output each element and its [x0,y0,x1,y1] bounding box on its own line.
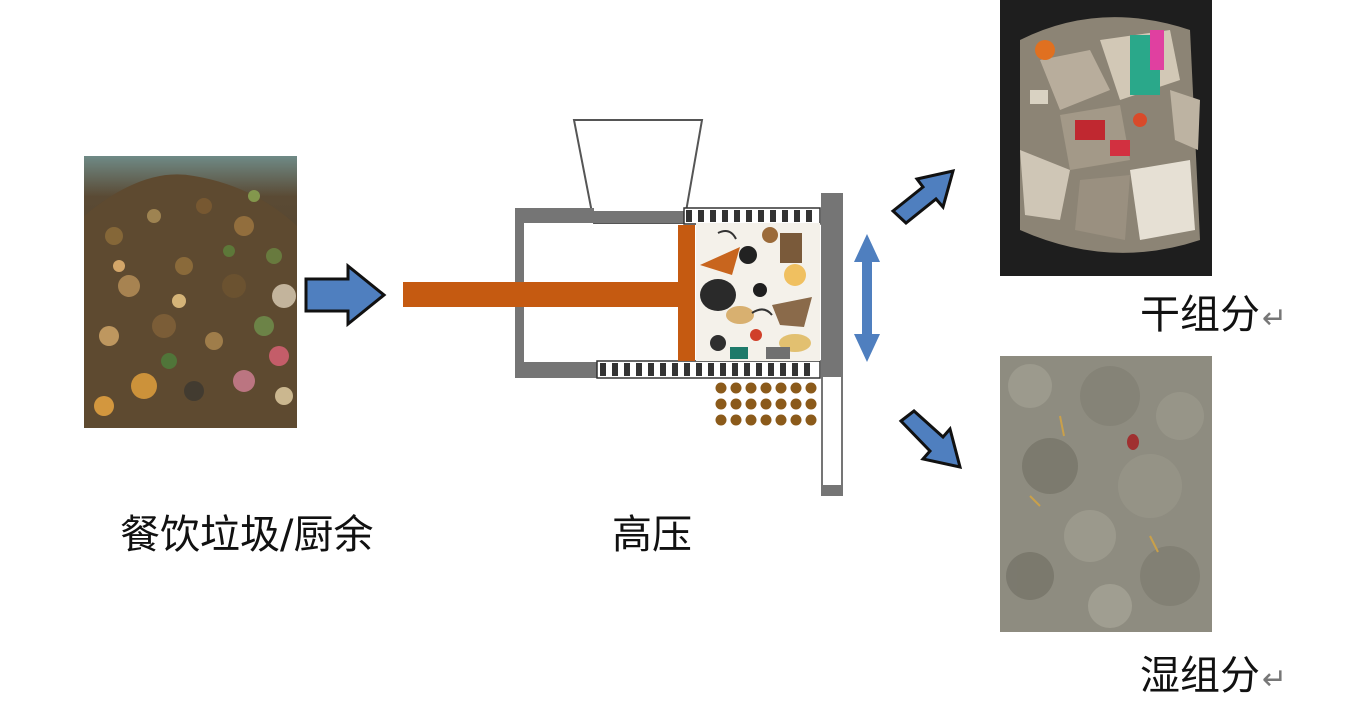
gate-motion-arrow [854,234,880,362]
wet-component-photo [1000,356,1212,632]
cylinder-bottom-wall [515,362,597,378]
piston-rod [403,282,683,307]
dry-label: 干组分↵ [1140,292,1288,338]
arrow-to-press [304,262,387,328]
food-waste-photo [84,156,297,428]
compressed-waste [696,223,820,361]
dry-component-photo [1000,0,1212,276]
process-label: 高压 [612,512,692,558]
wet-label: 湿组分↵ [1140,653,1288,699]
return-mark: ↵ [1262,662,1288,697]
hopper [572,119,704,224]
perforated-bottom-wall [596,360,821,379]
wet-pellets [715,382,817,426]
input-label: 餐饮垃圾/厨余 [120,512,374,558]
return-mark: ↵ [1262,301,1288,336]
cylinder-top-wall [515,208,594,223]
high-pressure-press [403,119,843,496]
perforated-top-wall [683,207,821,225]
arrow-to-dry [890,168,956,225]
piston-head [678,225,695,361]
arrow-to-wet [898,409,963,469]
